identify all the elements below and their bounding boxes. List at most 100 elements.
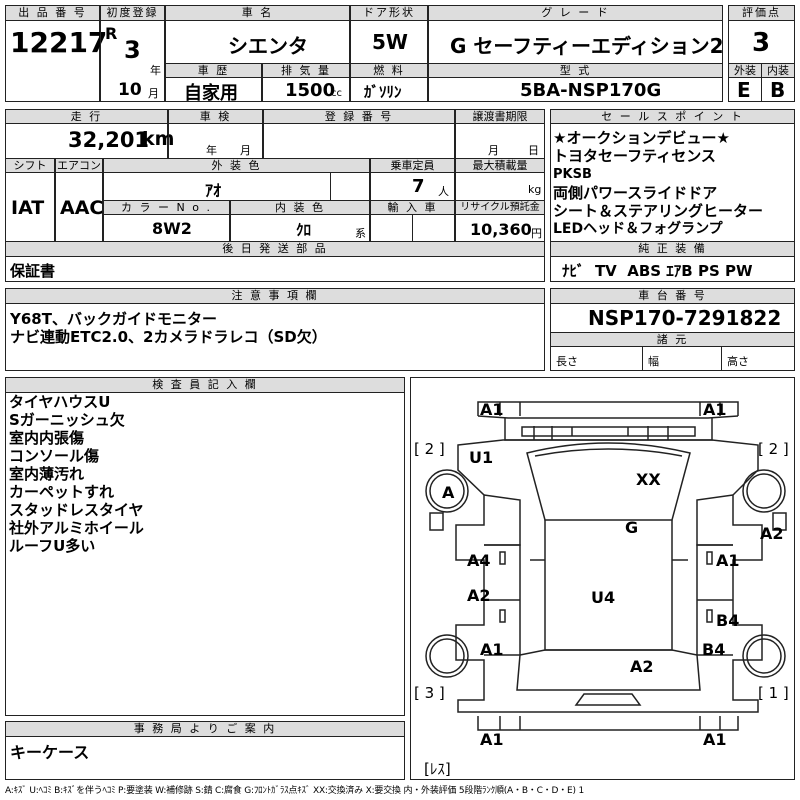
model-value: 5BA-NSP170G xyxy=(520,80,662,101)
door-shape: 5W xyxy=(372,30,408,54)
model-cell xyxy=(428,77,723,102)
displacement-unit: cc xyxy=(331,88,342,99)
inspector-line: スタッドレスタイヤ xyxy=(9,501,144,519)
car-name: シエンタ xyxy=(228,34,308,58)
color-value: ｱｵ xyxy=(205,181,222,200)
sales-point-item: ★オークションデビュー★ xyxy=(553,129,730,147)
inspector-line: コンソール傷 xyxy=(9,447,100,465)
panel-bracket: [ﾚｽ] xyxy=(424,760,451,778)
damage-mark: A4 xyxy=(467,551,491,570)
panel-bracket: [ 2 ] xyxy=(758,440,789,458)
inspection-month-unit: 月 xyxy=(240,144,251,157)
mileage-value: 32,201 xyxy=(68,128,150,152)
sales-point-item: PKSB xyxy=(553,167,592,182)
fuel-label: 燃 料 xyxy=(350,63,428,78)
dimension-width-label: 幅 xyxy=(648,355,659,368)
dimension-height-cell xyxy=(721,346,795,371)
damage-mark: U4 xyxy=(591,588,616,607)
import-cell-divider xyxy=(412,214,413,242)
sales-point-item: トヨタセーフティセンス xyxy=(553,147,716,165)
recycle-value: 10,360 xyxy=(470,220,532,239)
genuine-equipment-value: ﾅﾋﾞ TV ABS ｴｱB PS PW xyxy=(562,262,753,280)
damage-mark: G xyxy=(625,518,639,537)
score-value: 3 xyxy=(752,28,771,58)
damage-mark: A1 xyxy=(480,400,504,419)
transfer-deadline-label: 譲渡書期限 xyxy=(455,109,545,124)
interior-grade-cell xyxy=(761,77,795,102)
lot-number: 12217 xyxy=(10,26,108,59)
damage-mark: A1 xyxy=(703,400,727,419)
capacity-unit: 人 xyxy=(438,185,449,198)
legend-text: A:ｷｽﾞ U:ﾍｺﾐ B:ｷｽﾞを伴うﾍｺﾐ P:要塗装 W:補修跡 S:錆 … xyxy=(5,786,584,796)
interior-color-value: ｸﾛ xyxy=(296,221,312,239)
inspector-line: 室内薄汚れ xyxy=(9,465,85,483)
later-parts-cell xyxy=(5,256,545,282)
inspector-cell xyxy=(5,392,405,716)
notes-label: 注 意 事 項 欄 xyxy=(5,288,545,304)
fuel-cell xyxy=(350,77,428,102)
inspector-line: Sガーニッシュ欠 xyxy=(9,411,125,429)
damage-mark: U1 xyxy=(469,448,494,467)
damage-mark: B4 xyxy=(702,640,726,659)
fuel-value: ｶﾞｿﾘﾝ xyxy=(364,83,402,101)
inspector-line: タイヤハウスU xyxy=(9,393,111,411)
interior-color-label: 内 装 色 xyxy=(230,200,370,215)
registration-month: 10 xyxy=(118,80,142,100)
displacement-cell xyxy=(262,77,350,102)
later-parts-value: 保証書 xyxy=(10,262,56,280)
mileage-unit: km xyxy=(142,128,175,150)
load-unit: kg xyxy=(528,183,542,196)
history-value: 自家用 xyxy=(184,83,238,104)
interior-color-unit: 系 xyxy=(355,227,366,240)
genuine-equipment-cell xyxy=(550,256,795,282)
damage-mark: XX xyxy=(636,470,661,489)
ac-value: AAC xyxy=(60,197,104,219)
inspector-line: 社外アルミホイール xyxy=(9,519,144,537)
sales-point-item: 両側パワースライドドア xyxy=(553,184,718,202)
damage-mark: B4 xyxy=(716,611,740,630)
panel-bracket: [ 3 ] xyxy=(414,684,445,702)
chassis-number-value: NSP170-7291822 xyxy=(588,306,782,330)
interior-grade-label: 内装 xyxy=(761,63,795,78)
car-diagram-frame xyxy=(410,377,795,780)
history-label: 車 歴 xyxy=(165,63,262,78)
year-unit: 年 xyxy=(150,64,161,77)
sales-point-item: シート＆ステアリングヒーター xyxy=(553,202,764,220)
first-registration-label: 初度登録 xyxy=(100,5,165,21)
damage-mark: A1 xyxy=(703,730,727,749)
transfer-month-unit: 月 xyxy=(488,144,499,157)
damage-mark: A2 xyxy=(467,586,491,605)
panel-bracket: [ 2 ] xyxy=(414,440,445,458)
registration-year: 3 xyxy=(124,36,141,64)
damage-mark: A xyxy=(442,483,455,502)
damage-mark: A1 xyxy=(480,730,504,749)
office-cell xyxy=(5,736,405,780)
recycle-unit: 円 xyxy=(531,227,542,240)
office-value: キーケース xyxy=(10,743,90,762)
panel-bracket: [ 1 ] xyxy=(758,684,789,702)
dimension-height-label: 高さ xyxy=(727,355,749,368)
inspector-line: ルーフU多い xyxy=(9,537,96,555)
sales-point-item: LEDヘッド＆フォグランプ xyxy=(553,221,723,237)
damage-mark: A2 xyxy=(630,657,654,676)
shift-value: IAT xyxy=(11,197,45,219)
notes-line: Y68T、バックガイドモニター xyxy=(10,310,217,328)
damage-mark: A1 xyxy=(716,551,740,570)
transfer-day-unit: 日 xyxy=(528,144,539,157)
color-number-value: 8W2 xyxy=(152,219,192,238)
notes-line: ナビ連動ETC2.0、2カメラドラレコ（SD欠） xyxy=(10,328,327,346)
capacity-value: 7 xyxy=(412,176,425,197)
grade-value: G セーフティーエディション2 xyxy=(450,34,724,58)
import-label: 輸 入 車 xyxy=(370,200,455,215)
color-cell-divider xyxy=(330,172,331,201)
registration-era: R xyxy=(105,24,118,43)
lot-number-cell xyxy=(5,20,100,102)
inspection-year-unit: 年 xyxy=(206,144,217,157)
inspector-line: カーペットすれ xyxy=(9,483,115,501)
displacement-value: 1500 xyxy=(285,80,336,101)
score-label: 評価点 xyxy=(728,5,795,21)
dimension-length-label: 長さ xyxy=(556,355,578,368)
damage-mark: A2 xyxy=(760,524,784,543)
shift-label: シフト xyxy=(5,158,55,173)
